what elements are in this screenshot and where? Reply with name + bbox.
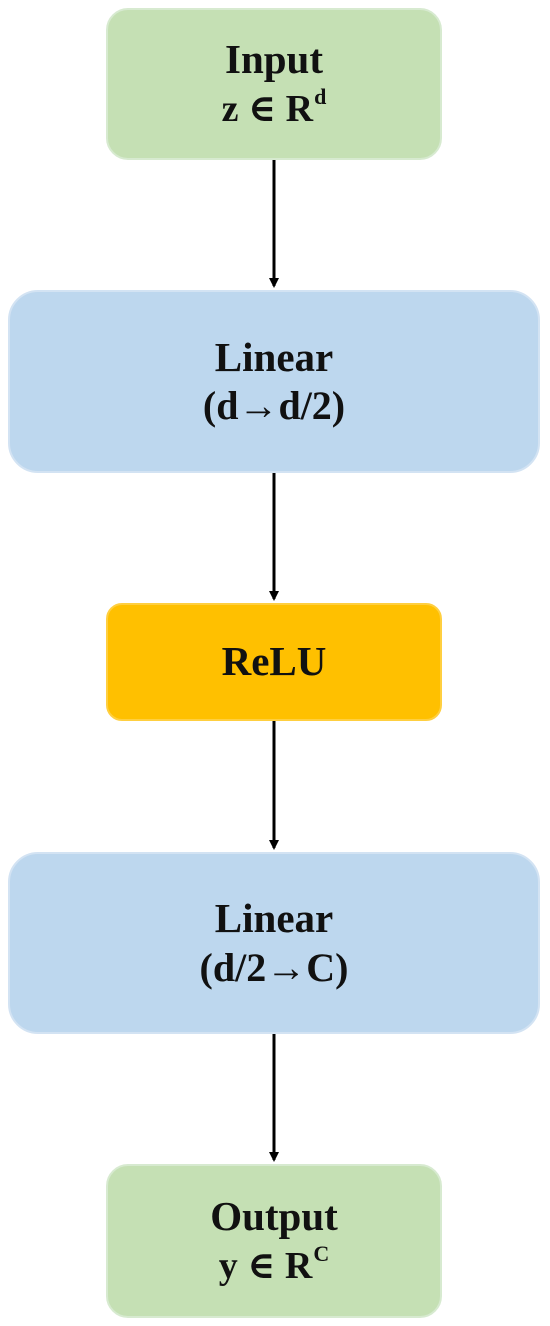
output-expr-superscript: C — [313, 1241, 330, 1267]
linear2-title: Linear — [214, 895, 334, 942]
output-expr-text: y ∈ R — [218, 1245, 313, 1288]
input-expr-superscript: d — [314, 84, 327, 110]
linear2-node: Linear (d/2→C) — [8, 852, 540, 1034]
linear2-expression: (d/2→C) — [199, 944, 349, 990]
output-title: Output — [210, 1193, 338, 1240]
relu-node: ReLU — [106, 603, 442, 721]
input-expression: z ∈ Rd — [222, 84, 327, 133]
relu-title: ReLU — [221, 638, 327, 685]
linear1-node: Linear (d→d/2) — [8, 290, 540, 473]
linear1-title: Linear — [214, 333, 334, 380]
input-title: Input — [224, 36, 323, 83]
linear1-expression: (d→d/2) — [202, 383, 346, 429]
input-node: Input z ∈ Rd — [106, 8, 442, 160]
output-node: Output y ∈ RC — [106, 1164, 442, 1318]
output-expression: y ∈ RC — [219, 1241, 329, 1290]
input-expr-text: z ∈ R — [221, 88, 314, 131]
